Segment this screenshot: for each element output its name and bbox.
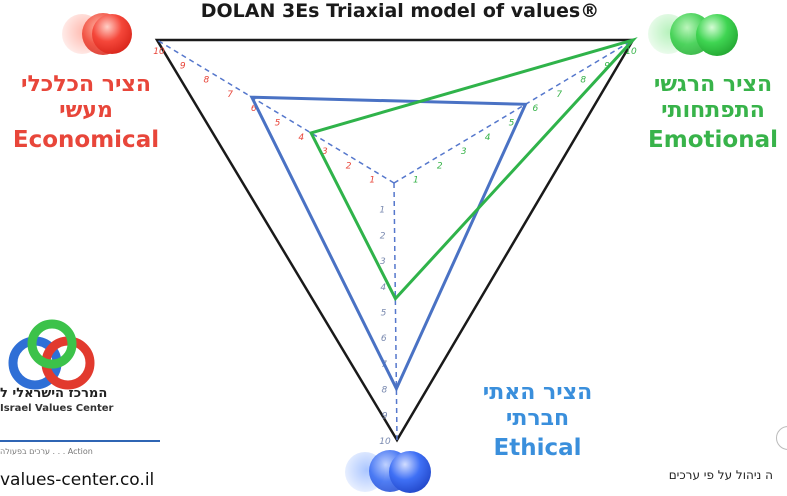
ethical-tick-label: 8 xyxy=(382,386,388,396)
red-ball-icon xyxy=(62,8,142,58)
economical-axis-label: הציר הכלכלי מעשי Economical xyxy=(2,72,170,154)
economical-tick-label: 6 xyxy=(251,104,257,114)
emotional-tick-label: 4 xyxy=(485,133,491,143)
emotional-tick-label: 5 xyxy=(509,119,515,129)
ethical-tick-label: 10 xyxy=(379,437,391,447)
economical-tick-label: 5 xyxy=(275,119,281,129)
footer-hebrew-text: ה ניהול על פי ערכים xyxy=(668,468,773,482)
diagram-title: DOLAN 3Es Triaxial model of values® xyxy=(200,0,600,22)
economical-tick-label: 9 xyxy=(180,61,186,71)
emotional-tick-label: 10 xyxy=(625,47,637,57)
center-tagline: ערכים בפעולה . . . Action xyxy=(0,447,93,456)
israel-values-center-logo-icon xyxy=(8,319,95,390)
ethical-tick-label: 2 xyxy=(380,231,386,241)
logo-divider xyxy=(0,440,160,442)
series-layer xyxy=(249,37,638,393)
economical-tick-label: 4 xyxy=(298,133,304,143)
series-polygon-1 xyxy=(249,95,528,393)
emotional-axis-label: הציר הרגשי התפתחותי Emotional xyxy=(628,72,787,154)
ethical-tick-label: 5 xyxy=(381,309,387,319)
economical-tick-label: 10 xyxy=(153,47,165,57)
economical-tick-label: 2 xyxy=(346,161,352,171)
emotional-english-label: Emotional xyxy=(648,126,778,153)
ethical-axis-label: הציר האתי חברתי Ethical xyxy=(455,380,620,462)
ethical-tick-label: 9 xyxy=(382,411,388,421)
economical-english-label: Economical xyxy=(12,126,160,153)
green-ball-icon xyxy=(648,10,748,60)
economical-axis-line xyxy=(156,39,395,184)
ethical-english-label: Ethical xyxy=(493,434,582,461)
website-link[interactable]: values-center.co.il xyxy=(0,470,155,490)
emotional-tick-label: 3 xyxy=(461,147,467,157)
ethical-hebrew-label: הציר האתי חברתי xyxy=(482,380,593,432)
center-name-english: Israel Values Center xyxy=(0,403,114,414)
emotional-tick-label: 2 xyxy=(437,161,443,171)
ethical-tick-label: 4 xyxy=(380,283,386,293)
emotional-tick-label: 7 xyxy=(556,90,562,100)
emotional-tick-label: 8 xyxy=(580,76,586,86)
emotional-tick-label: 1 xyxy=(413,176,419,186)
economical-tick-label: 3 xyxy=(322,147,328,157)
ethical-tick-label: 6 xyxy=(381,334,387,344)
blue-ball-icon xyxy=(345,446,445,496)
economical-tick-label: 1 xyxy=(369,176,375,186)
economical-tick-label: 7 xyxy=(227,90,233,100)
outer-triangle xyxy=(154,38,636,443)
ethical-axis-line xyxy=(393,182,398,441)
emotional-hebrew-label: הציר הרגשי התפתחותי xyxy=(653,72,773,124)
axis-lines xyxy=(156,39,634,441)
center-name-hebrew: המרכז הישראלי ל xyxy=(0,386,108,401)
ethical-tick-label: 3 xyxy=(380,257,386,267)
economical-tick-label: 8 xyxy=(204,76,210,86)
ethical-tick-label: 1 xyxy=(379,206,385,216)
emotional-tick-label: 6 xyxy=(533,104,539,114)
economical-hebrew-label: הציר הכלכלי מעשי xyxy=(21,72,151,124)
emotional-axis-line xyxy=(393,39,634,184)
series-polygon-2 xyxy=(308,37,638,302)
